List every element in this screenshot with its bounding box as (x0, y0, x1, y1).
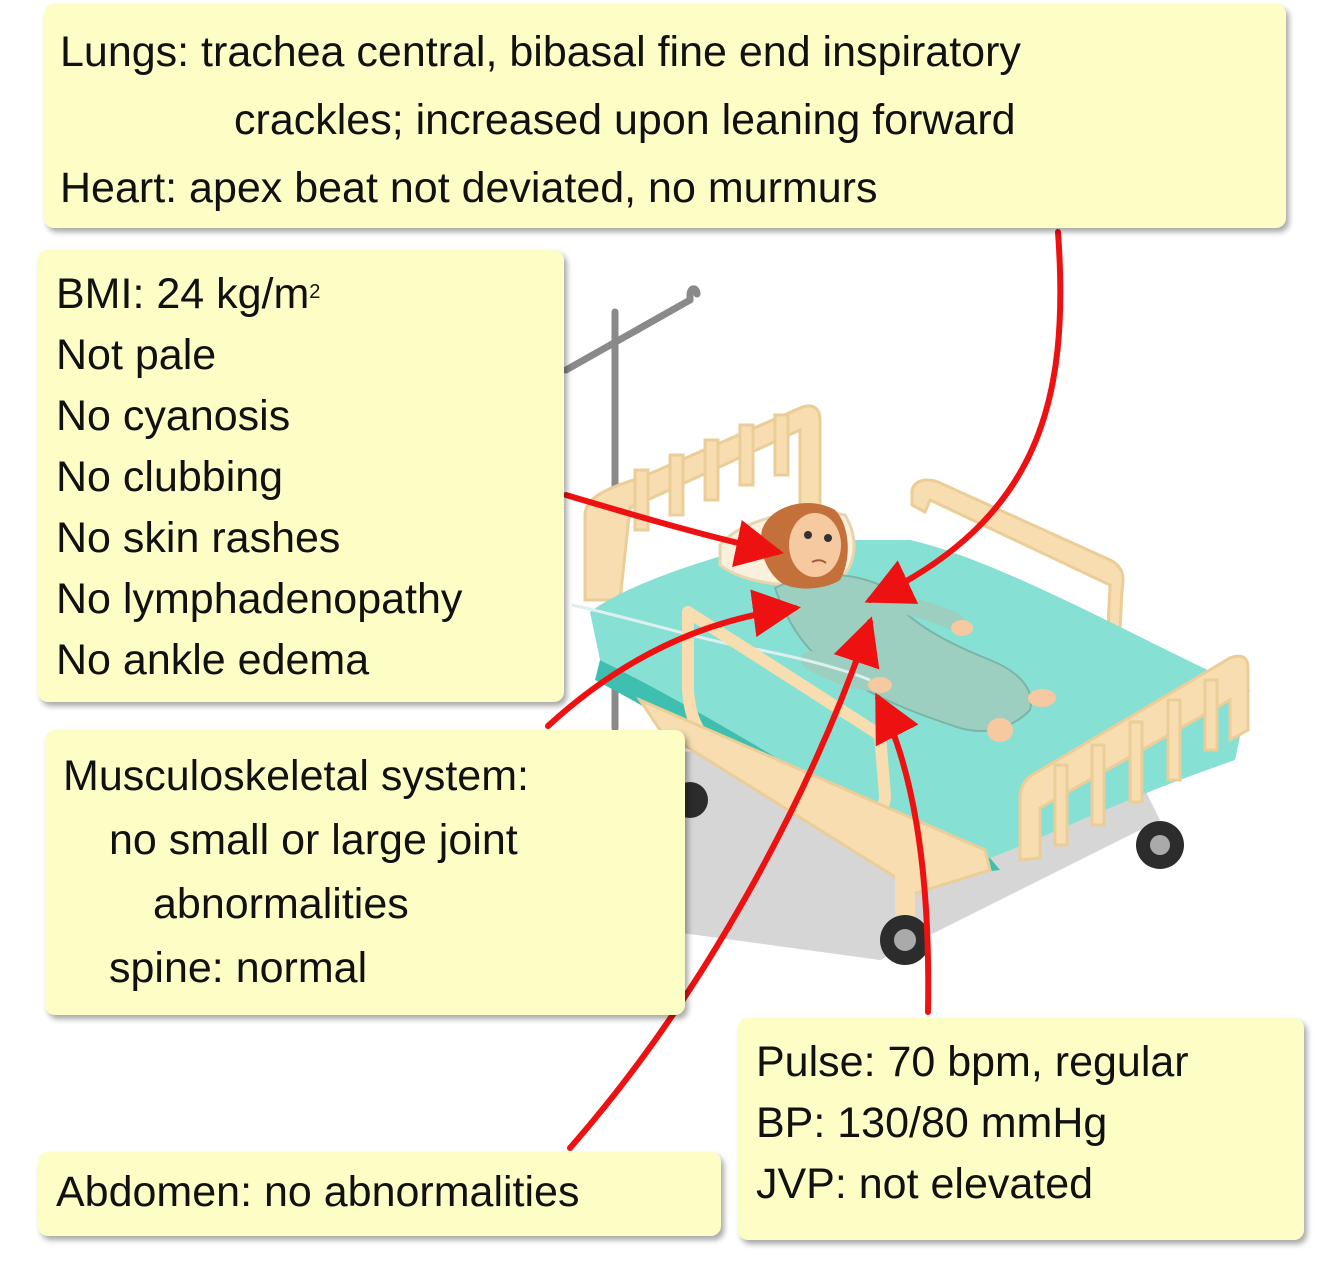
general-item: No cyanosis (56, 392, 291, 440)
bmi-text: BMI: 24 kg/m (56, 270, 310, 318)
arrow-vitals (875, 692, 932, 1015)
general-item: Not pale (56, 331, 217, 379)
bp-line: BP: 130/80 mmHg (756, 1099, 1108, 1147)
musculoskeletal-callout: Musculoskeletal system: no small or larg… (45, 730, 685, 1015)
bed-leg (895, 860, 915, 920)
general-item: No ankle edema (56, 636, 370, 684)
msk-line-4: spine: normal (109, 944, 368, 992)
arrow-general (563, 492, 784, 567)
bmi-line: BMI: 24 kg/m2 (56, 264, 564, 325)
msk-line-1: Musculoskeletal system: (63, 752, 529, 800)
abdomen-callout: Abdomen: no abnormalities (38, 1152, 721, 1236)
lungs-heart-callout: Lungs: trachea central, bibasal fine end… (44, 4, 1286, 228)
lungs-line-1: Lungs: trachea central, bibasal fine end… (60, 28, 1021, 76)
arrow-lungs (864, 229, 1064, 604)
bmi-superscript: 2 (309, 281, 321, 303)
general-item: No lymphadenopathy (56, 575, 463, 623)
annotation-arrows (545, 229, 1064, 1151)
bed-headboard (583, 404, 822, 602)
arrow-abdomen (567, 616, 880, 1151)
general-item: No clubbing (56, 453, 284, 501)
abdomen-text: Abdomen: no abnormalities (56, 1168, 580, 1216)
pulse-line: Pulse: 70 bpm, regular (756, 1038, 1189, 1086)
arrow-msk (545, 589, 801, 729)
msk-line-3: abnormalities (153, 880, 409, 928)
vitals-callout: Pulse: 70 bpm, regular BP: 130/80 mmHg J… (738, 1018, 1304, 1240)
general-exam-callout: BMI: 24 kg/m2 Not pale No cyanosis No cl… (38, 250, 564, 702)
msk-line-2: no small or large joint (109, 816, 518, 864)
jvp-line: JVP: not elevated (756, 1160, 1094, 1208)
general-item: No skin rashes (56, 514, 341, 562)
heart-line: Heart: apex beat not deviated, no murmur… (60, 164, 878, 212)
lungs-line-2: crackles; increased upon leaning forward (234, 96, 1016, 144)
bed-footboard (1018, 654, 1250, 862)
